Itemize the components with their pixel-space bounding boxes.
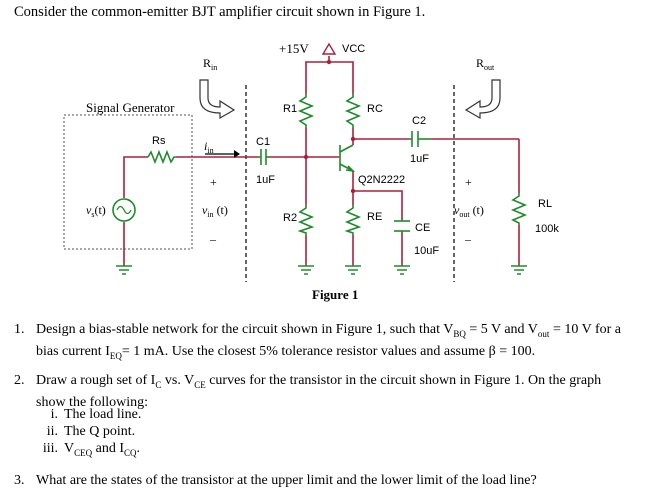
question-1-text: Design a bias-stable network for the cir… [36,322,621,361]
iin-label: iin [204,139,214,155]
vin-label: vin (t) [202,203,228,219]
transistor-icon [339,144,356,173]
question-2-number: 2. [14,373,25,388]
vcc-label: VCC [342,43,365,55]
rin-label: Rin [203,56,217,72]
question-2-subitem: ii.The Q point. [46,424,136,439]
c1-capacitor [258,149,269,165]
question-3-text: What are the states of the transistor at… [36,473,537,488]
r2-label: R2 [283,212,297,224]
junction-dots [303,59,356,194]
rout-label: Rout [476,56,495,72]
ce-capacitor [394,220,410,232]
rl-resistor [510,193,528,225]
rin-arrow-icon [199,79,236,120]
c2-value-label: 1uF [410,153,429,165]
signal-generator-box [63,114,193,250]
question-3-number: 3. [14,473,25,488]
r1-label: R1 [283,103,297,115]
c2-label: C2 [412,115,426,127]
c1-label: C1 [256,136,270,148]
vin-plus: + [210,175,217,189]
rc-resistor [344,94,362,128]
rl-value-label: 100k [535,223,559,235]
re-resistor [344,205,362,235]
rs-label: Rs [152,135,166,147]
c1-value-label: 1uF [256,174,275,186]
question-2-text: Draw a rough set of IC vs. VCE curves fo… [36,373,602,410]
c2-capacitor [409,131,431,147]
ce-value-label: 10uF [414,245,439,257]
r2-resistor [297,205,315,235]
intro-text: Consider the common-emitter BJT amplifie… [14,4,426,20]
rl-label: RL [538,198,552,210]
supply-voltage-label: +15V [279,41,309,56]
signal-generator-label: Signal Generator [86,100,175,115]
vout-label: vout (t) [454,203,484,219]
figure-caption: Figure 1 [312,287,358,302]
circuit-figure: Signal Generator +15V VCC [63,41,559,302]
question-1-number: 1. [14,322,25,337]
question-2-subitem: i.The load line. [50,407,142,422]
vout-plus: + [465,175,472,189]
rs-resistor [147,149,176,165]
ce-label: CE [415,222,430,234]
ground-icons [116,265,527,275]
rout-arrow-icon [464,79,501,120]
signal-source-icon [112,198,136,222]
transistor-label: Q2N2222 [358,174,405,186]
re-label: RE [367,211,382,223]
circuit-wires [123,56,520,266]
r1-resistor [297,94,315,128]
vout-minus: – [464,232,472,246]
vs-label: vs(t) [86,203,106,219]
vcc-arrow-icon [321,42,337,55]
vin-minus: – [209,232,217,246]
question-2-subitem: iii.VCEQ and ICQ. [42,441,141,458]
rc-label: RC [367,103,383,115]
